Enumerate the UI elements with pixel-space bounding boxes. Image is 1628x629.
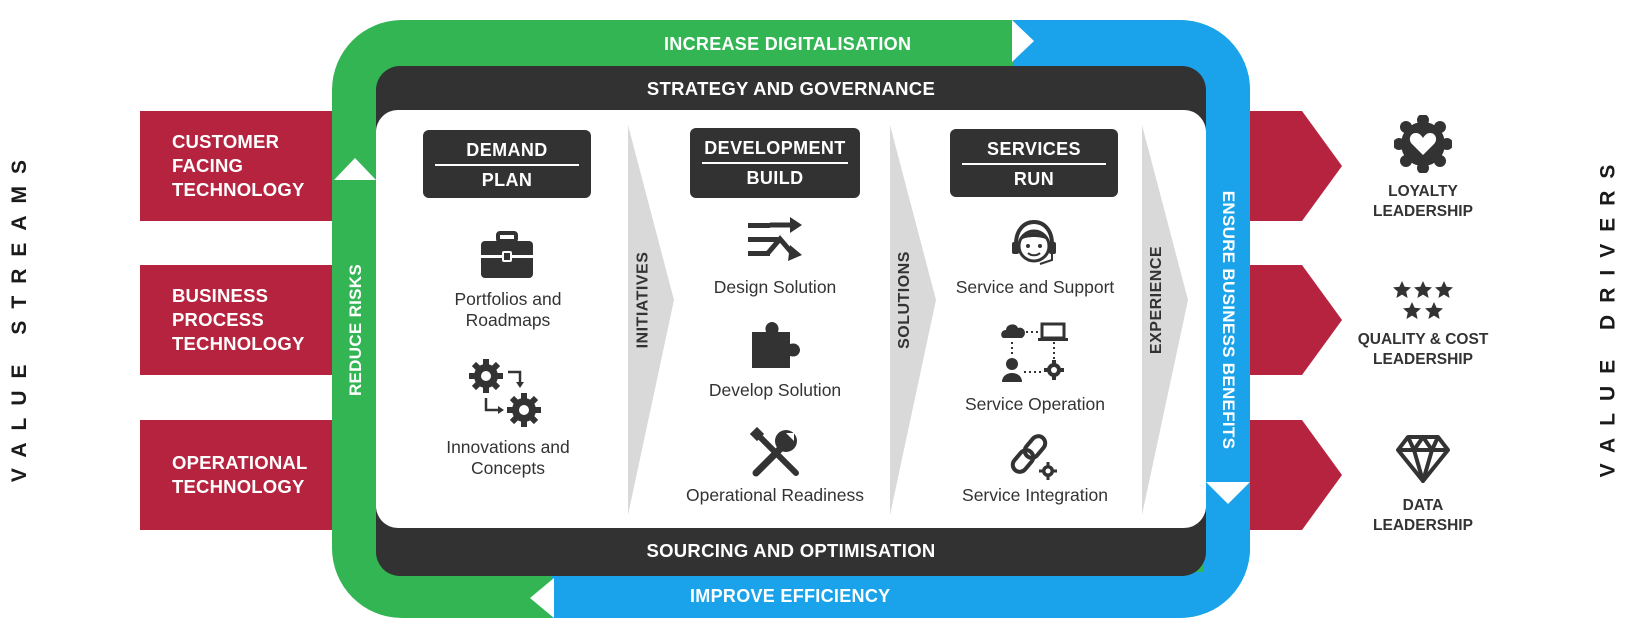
chevron-experience xyxy=(1142,125,1188,515)
loop-label-bottom: IMPROVE EFFICIENCY xyxy=(690,586,891,606)
headset-agent-icon xyxy=(1012,220,1056,265)
driver-arrow-data xyxy=(1250,420,1342,530)
briefcase-icon xyxy=(481,231,533,278)
network-icon xyxy=(1001,322,1068,382)
loop-label-top: INCREASE DIGITALISATION xyxy=(664,34,912,54)
run-item-operation: Service Operation xyxy=(964,394,1106,414)
frame-title-bottom: SOURCING AND OPTIMISATION xyxy=(646,540,936,561)
chevron-text-wrap-3: EXPERIENCE xyxy=(1140,230,1174,370)
run-item-support: Service and Support xyxy=(955,277,1115,297)
stars-icon xyxy=(1393,281,1453,319)
chevron-label-initiatives: INITIATIVES xyxy=(634,251,652,349)
loop-label-right-wrap: ENSURE BUSINESS BENEFITS xyxy=(1206,160,1250,480)
loop-arrow-right xyxy=(1206,482,1250,504)
loop-arrow-left xyxy=(334,158,376,180)
value-streams-label: VALUE STREAMS xyxy=(8,147,31,482)
loop-label-left-wrap: REDUCE RISKS xyxy=(336,180,376,480)
loop-label-right: ENSURE BUSINESS BENEFITS xyxy=(1219,190,1238,450)
driver-arrow-loyalty xyxy=(1250,111,1342,221)
value-drivers-label: VALUE DRIVERS xyxy=(1596,152,1619,477)
shuffle-arrows-icon xyxy=(748,217,802,261)
frame-title-top: STRATEGY AND GOVERNANCE xyxy=(646,78,936,99)
chevron-text-wrap-1: INITIATIVES xyxy=(626,230,660,370)
gears-icon xyxy=(469,359,541,427)
build-item-develop: Develop Solution xyxy=(708,380,842,400)
chevron-text-wrap-2: SOLUTIONS xyxy=(888,230,922,370)
tools-icon xyxy=(750,427,799,477)
run-item-integration: Service Integration xyxy=(962,485,1108,505)
chevron-label-experience: EXPERIENCE xyxy=(1148,245,1166,355)
loop-arrow-bottom xyxy=(530,578,554,618)
loop-label-left: REDUCE RISKS xyxy=(346,263,366,397)
build-item-readiness: Operational Readiness xyxy=(685,485,865,505)
loop-arrow-top xyxy=(1012,20,1034,62)
link-gear-icon xyxy=(1010,434,1057,480)
chevron-initiatives xyxy=(628,125,674,515)
chevron-label-solutions: SOLUTIONS xyxy=(896,251,913,349)
puzzle-icon xyxy=(752,322,800,368)
driver-arrow-quality xyxy=(1250,265,1342,375)
build-item-design: Design Solution xyxy=(713,277,837,297)
chevron-solutions xyxy=(890,125,936,515)
diamond-icon xyxy=(1396,435,1450,483)
heart-badge-icon xyxy=(1394,115,1452,173)
